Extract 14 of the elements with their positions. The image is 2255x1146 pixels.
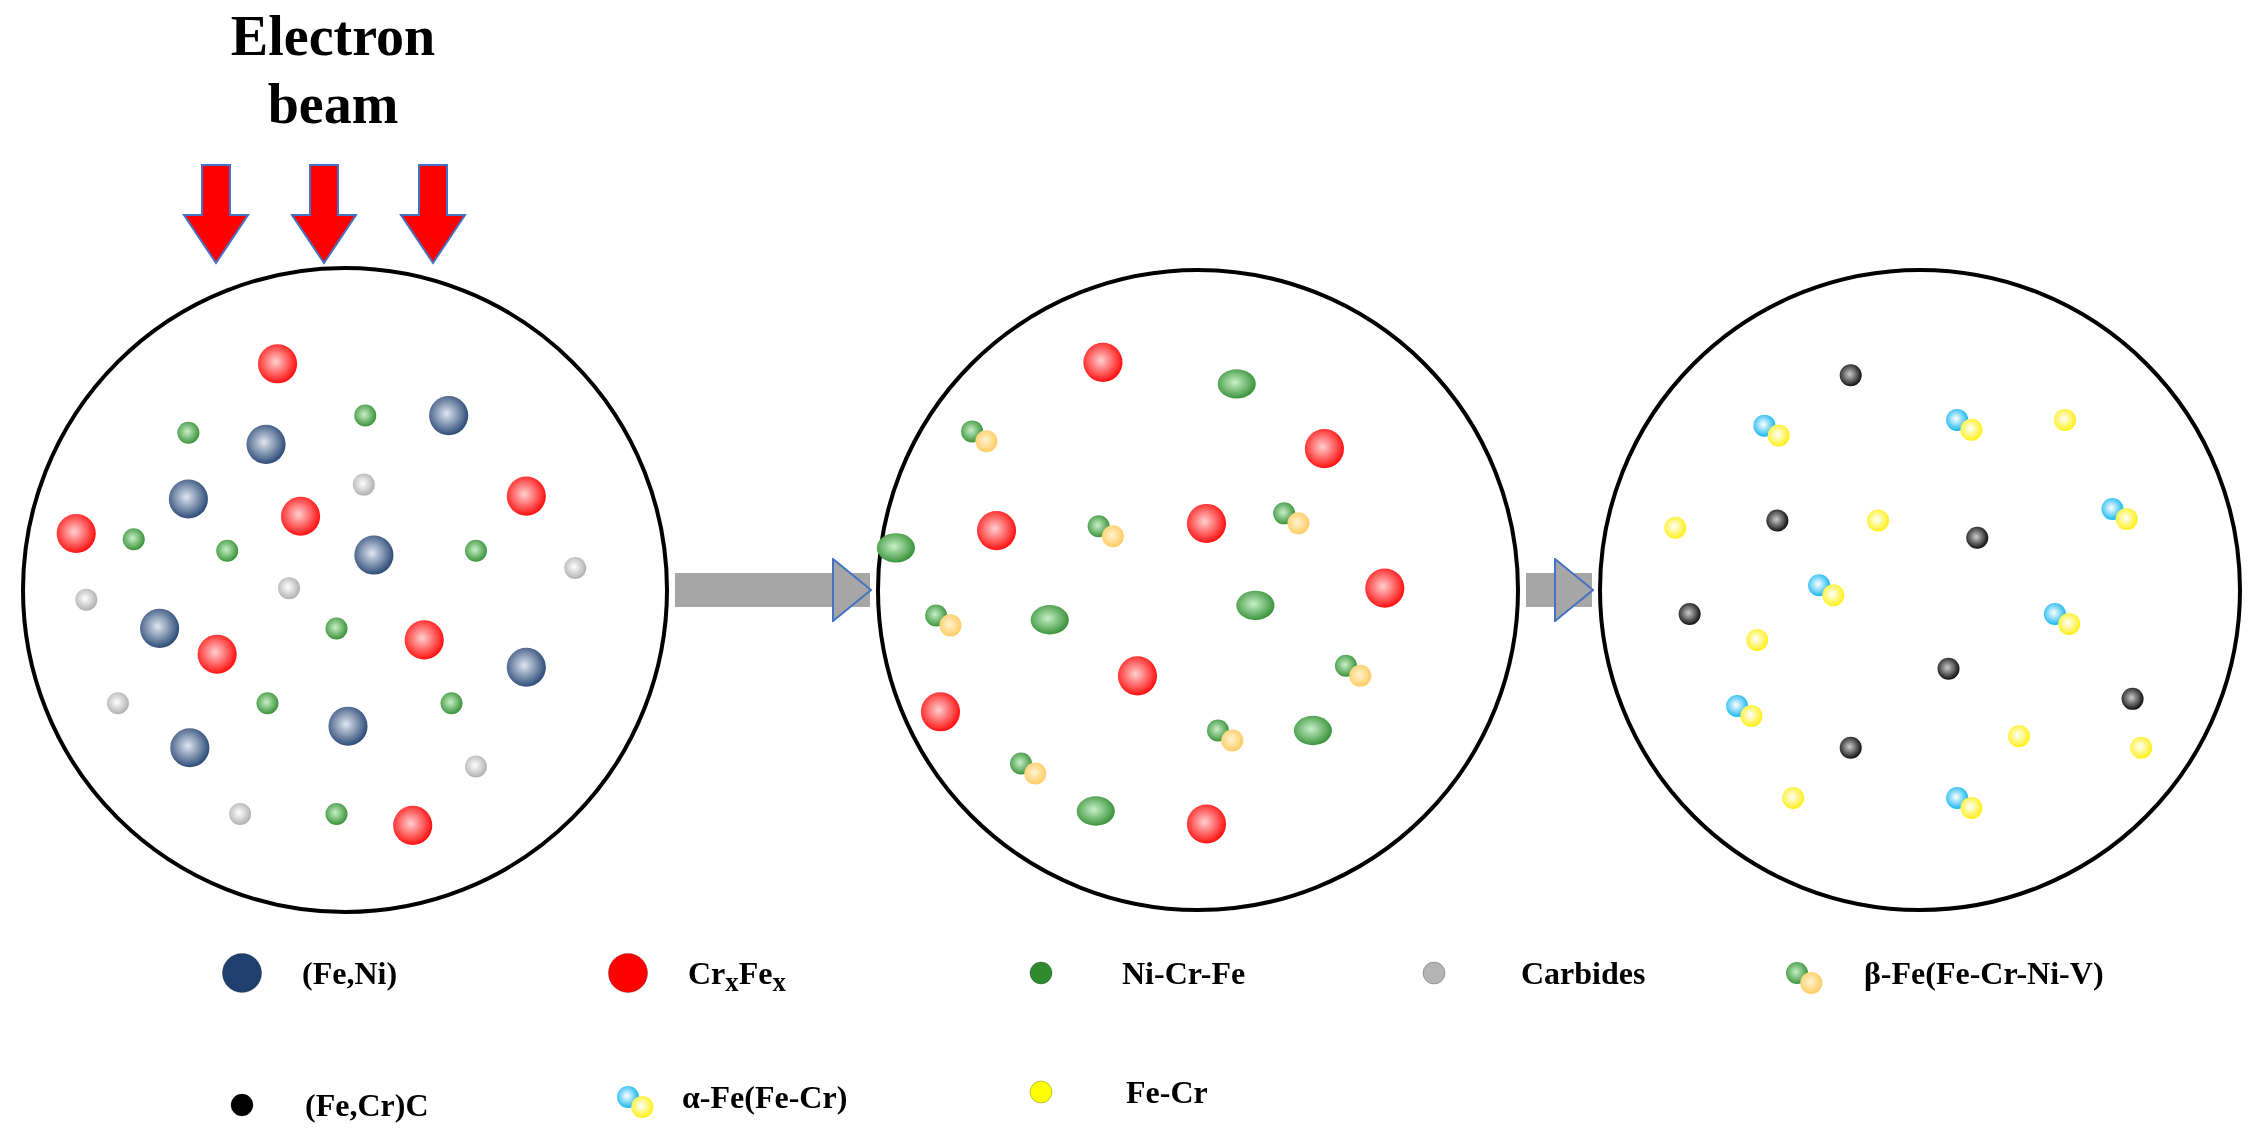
legend-label: (Fe,Cr)C [305, 1086, 429, 1125]
microstructure-circle [876, 268, 1520, 912]
legend-label: Fe-Cr [1126, 1073, 1208, 1112]
block-arrow [1526, 558, 1594, 622]
legend-label: Ni-Cr-Fe [1122, 954, 1246, 993]
block-arrow [675, 558, 872, 622]
legend-label: Cr$_{x}$Fe$_{x}$ [688, 954, 786, 1000]
legend-label: Carbides [1521, 954, 1646, 993]
legend-label: α-Fe(Fe-Cr) [682, 1078, 848, 1117]
microstructure-circle [21, 266, 669, 914]
legend-label: β-Fe(Fe-Cr-Ni-V) [1864, 954, 2104, 993]
beam-label: Electron beam [229, 4, 437, 137]
legend-label: (Fe,Ni) [302, 954, 398, 993]
microstructure-circle [1598, 268, 2242, 912]
